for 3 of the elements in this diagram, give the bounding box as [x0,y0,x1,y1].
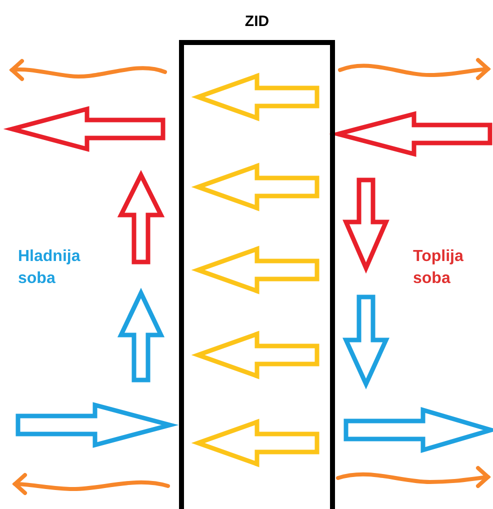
wall-label: ZID [244,14,270,32]
room-label: Toplija soba [413,247,464,289]
room-label: Hladnija soba [18,247,82,289]
